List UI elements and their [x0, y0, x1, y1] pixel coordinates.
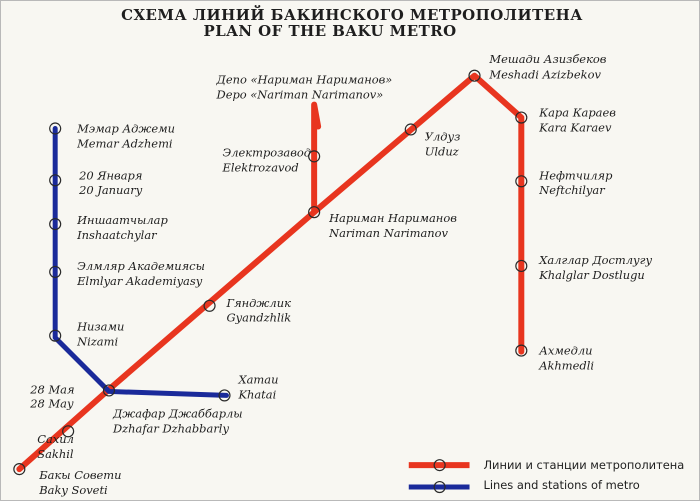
station-marker-elektrozavod[interactable] — [308, 150, 321, 163]
blue-line — [52, 125, 229, 398]
legend-red-station — [433, 459, 446, 472]
label-nariman-ru: Нариман Нариманов — [328, 211, 457, 225]
label-ulduz-ru: Улдуз — [425, 129, 461, 143]
label-sakhil-ru: Сахил — [37, 432, 74, 446]
station-marker-khatai[interactable] — [218, 389, 231, 402]
label-elmlyar-ru: Элмляр Академиясы — [77, 259, 205, 273]
station-marker-meshadi-azizbekov[interactable] — [468, 69, 481, 82]
label-kara-en: Kara Karaev — [538, 120, 612, 134]
station-marker-khalglar-dostlugu[interactable] — [515, 259, 528, 273]
label-elektro-en: Elektrozavod — [222, 160, 299, 174]
label-elmlyar-en: Elmlyar Akademiyasy — [76, 274, 203, 288]
label-baky-en: Baky Soveti — [38, 483, 108, 497]
label-elektro-ru: Электрозавод — [223, 145, 312, 159]
station-marker-gyandzhlik[interactable] — [203, 299, 216, 312]
label-kara-ru: Кара Караев — [538, 106, 616, 120]
station-marker-nizami[interactable] — [49, 329, 62, 342]
label-akhmedli-ru: Ахмедли — [538, 344, 592, 358]
label-maya-ru: 28 Мая — [29, 382, 74, 396]
label-khatai-en: Khatai — [237, 387, 276, 401]
station-marker-inshaatchylar[interactable] — [49, 218, 62, 231]
label-nizami-ru: Низами — [76, 320, 124, 334]
station-marker-sakhil[interactable] — [62, 425, 75, 438]
red-line-stations — [13, 69, 528, 476]
station-marker-kara-karaev[interactable] — [515, 111, 528, 124]
label-akhmedli-en: Akhmedli — [538, 359, 594, 373]
label-gyandzhlik-en: Gyandzhlik — [226, 311, 291, 325]
station-marker-neftchilyar[interactable] — [515, 175, 528, 188]
blue-line-stations — [49, 122, 231, 402]
station-marker-20-january[interactable] — [49, 174, 62, 187]
label-gyandzhlik-ru: Гянджлик — [225, 296, 291, 310]
station-marker-elmlyar-akademiyasy[interactable] — [49, 265, 62, 278]
station-marker-ulduz[interactable] — [404, 123, 417, 136]
label-yanvarya-ru: 20 Января — [78, 168, 142, 182]
legend-text-en: Lines and stations of metro — [483, 478, 639, 492]
red-line — [16, 72, 525, 473]
label-nariman-en: Nariman Narimanov — [328, 226, 448, 240]
label-sakhil-en: Sakhil — [37, 447, 74, 461]
label-memar-en: Memar Adzhemi — [76, 136, 173, 150]
station-marker-baky-soveti[interactable] — [13, 463, 26, 476]
label-neft-ru: Нефтчиляр — [538, 168, 613, 182]
label-maya-en: 28 May — [29, 396, 74, 410]
label-meshadi-ru: Мешади Азизбеков — [488, 52, 606, 66]
label-baky-ru: Бакы Совети — [38, 468, 121, 482]
red-depot-spur — [311, 101, 322, 216]
label-khalglar-en: Khalglar Dostlugu — [538, 268, 645, 282]
label-yanvarya-en: 20 January — [78, 183, 143, 197]
label-ulduz-en: Ulduz — [425, 144, 460, 158]
legend-text-ru: Линии и станции метрополитена — [483, 458, 684, 472]
legend: Линии и станции метрополитена Lines and … — [408, 458, 684, 494]
map-title-en: PLAN OF THE BAKU METRO — [204, 22, 457, 40]
label-depo-ru: Депо «Нариман Нариманов» — [216, 73, 393, 87]
label-memar-ru: Мэмар Аджеми — [76, 121, 175, 135]
label-khatai-ru: Хатаи — [237, 372, 278, 386]
map-title-ru: СХЕМА ЛИНИЙ БАКИНСКОГО МЕТРОПОЛИТЕНА — [121, 5, 583, 24]
label-inshaat-en: Inshaatchylar — [76, 228, 158, 242]
label-neft-en: Neftchilyar — [538, 183, 606, 197]
station-marker-akhmedli[interactable] — [515, 344, 528, 357]
station-marker-memar-adzhemi[interactable] — [49, 122, 62, 135]
label-khalglar-ru: Халглар Достлугу — [538, 253, 652, 267]
label-depo-en: Depo «Nariman Narimanov» — [216, 88, 384, 102]
label-inshaat-ru: Иншаатчылар — [76, 213, 168, 227]
label-dzhafar-en: Dzhafar Dzhabbarly — [112, 421, 230, 435]
station-marker-nariman-narimanov[interactable] — [308, 206, 321, 219]
label-nizami-en: Nizami — [76, 335, 118, 349]
station-marker-28-may[interactable] — [102, 384, 116, 397]
label-meshadi-en: Meshadi Azizbekov — [488, 68, 601, 82]
legend-blue-station — [433, 480, 446, 494]
label-dzhafar-ru: Джафар Джаббарлы — [112, 406, 243, 420]
station-labels: Мешади Азизбеков Meshadi Azizbekov Депо … — [29, 52, 652, 497]
